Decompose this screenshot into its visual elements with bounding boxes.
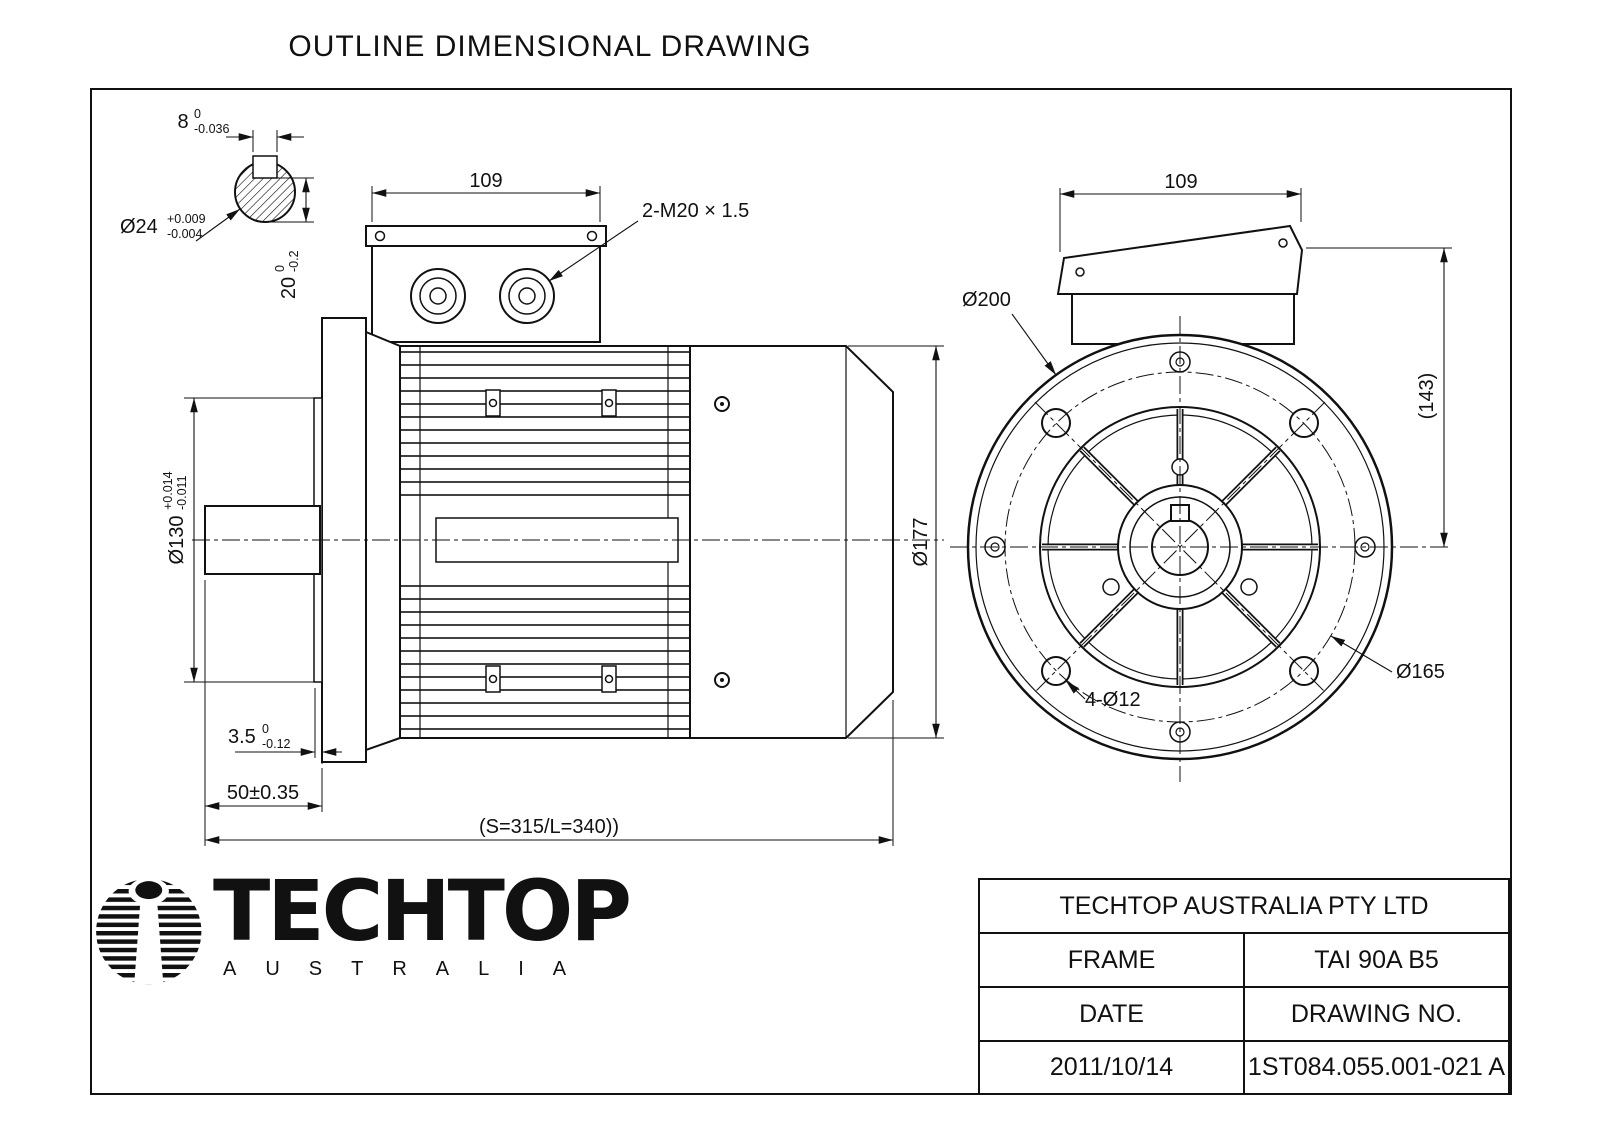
dim-key-width-tol-up: 0 (194, 107, 201, 121)
title-block-frame-value: TAI 90A B5 (1243, 932, 1510, 988)
dim-shaft-dia: Ø24 +0.009 -0.004 (120, 208, 241, 242)
cowl-bolt (714, 396, 730, 412)
dim-box-height-label: (143) (1416, 373, 1438, 420)
lid-screw (586, 230, 598, 242)
callout-bolt-circle: Ø165 (1330, 635, 1445, 683)
dim-shaft-length: 50±0.35 (204, 580, 323, 846)
shaft-key-detail (234, 155, 296, 223)
dim-shaft-dia-label: Ø24 (120, 216, 158, 238)
fins-top (400, 346, 690, 506)
dim-overall-length-label: (S=315/L=340)) (479, 816, 619, 838)
motor-body-side (204, 317, 894, 763)
dim-box-width-side-label: 109 (469, 170, 502, 192)
dim-box-height: (143) (1306, 247, 1452, 547)
title-block-date-value: 2011/10/14 (978, 1040, 1245, 1095)
logo-icon (96, 877, 202, 985)
side-view: 8 0 -0.036 Ø24 +0.009 -0.004 20 0 -0.2 (120, 107, 944, 846)
key-section (252, 155, 278, 179)
logo: TECHTOP AUSTRALIA (95, 862, 632, 990)
callout-flange-dia: Ø200 (962, 289, 1057, 376)
dim-spigot-dia: Ø130 +0.014 -0.011 (161, 397, 314, 683)
front-view: 109 (143) Ø200 Ø165 (950, 171, 1452, 782)
front-centerlines (950, 316, 1448, 782)
gland-label: 2-M20 × 1.5 (642, 200, 749, 222)
dim-spigot-dia-label: Ø130 (166, 516, 188, 565)
page-title: OUTLINE DIMENSIONAL DRAWING (288, 30, 812, 63)
dim-spigot-dia-tol-up: +0.014 (161, 471, 175, 510)
dim-shaft-flat: 20 0 -0.2 (265, 177, 314, 299)
dim-flange-depth-tol-low: -0.12 (262, 737, 291, 751)
dim-box-width-front-label: 109 (1164, 171, 1197, 193)
dim-spigot-dia-tol-low: -0.011 (175, 475, 189, 510)
logo-name: TECHTOP (213, 862, 632, 960)
cable-gland (410, 268, 466, 324)
terminal-box-side (365, 225, 607, 343)
callout-gland: 2-M20 × 1.5 (548, 200, 749, 282)
dim-flange-dia-label: Ø200 (962, 289, 1011, 311)
end-shield (365, 330, 401, 752)
title-block-drawing-label: DRAWING NO. (1243, 986, 1510, 1042)
dim-flange-depth-tol-up: 0 (262, 722, 269, 736)
dim-key-width: 8 0 -0.036 (177, 107, 304, 152)
dim-body-dia-label: Ø177 (910, 518, 932, 567)
tie-bolts (485, 389, 617, 693)
lid-screw (374, 230, 386, 242)
lid-screw (1075, 267, 1085, 277)
dim-shaft-flat-tol-low: -0.2 (287, 250, 301, 272)
callout-bolt-holes: 4-Ø12 (1065, 680, 1141, 711)
logo-subtitle: AUSTRALIA (223, 957, 596, 980)
title-block-date-label: DATE (978, 986, 1245, 1042)
lid-screw (1278, 238, 1288, 248)
title-block: TECHTOP AUSTRALIA PTY LTD FRAME TAI 90A … (978, 878, 1510, 1095)
dim-bolt-holes-label: 4-Ø12 (1085, 689, 1141, 711)
dim-shaft-dia-tol-low: -0.004 (167, 227, 202, 241)
fins-bottom (400, 578, 690, 736)
cowl-bolt (714, 672, 730, 688)
dim-overall-length: (S=315/L=340)) (205, 700, 894, 846)
drawing-border (90, 88, 1512, 1095)
dim-box-width-side: 109 (371, 170, 601, 222)
dim-key-width-label: 8 (177, 111, 188, 133)
dim-shaft-flat-label: 20 (278, 277, 300, 299)
title-block-frame-label: FRAME (978, 932, 1245, 988)
dim-shaft-length-label: 50±0.35 (227, 782, 299, 804)
dim-shaft-flat-tol-up: 0 (273, 265, 287, 272)
dim-body-dia: Ø177 (848, 345, 944, 739)
dim-flange-depth-label: 3.5 (228, 726, 256, 748)
title-block-drawing-value: 1ST084.055.001-021 A (1243, 1040, 1510, 1095)
terminal-box-front (1056, 224, 1304, 345)
dim-flange-depth: 3.5 0 -0.12 (228, 688, 342, 764)
cable-gland (499, 268, 555, 324)
dim-bolt-circle-label: Ø165 (1396, 661, 1445, 683)
title-block-company: TECHTOP AUSTRALIA PTY LTD (978, 878, 1510, 934)
dim-key-width-tol-low: -0.036 (194, 122, 229, 136)
dim-box-width-front: 109 (1059, 171, 1302, 252)
dim-shaft-dia-tol-up: +0.009 (167, 212, 206, 226)
